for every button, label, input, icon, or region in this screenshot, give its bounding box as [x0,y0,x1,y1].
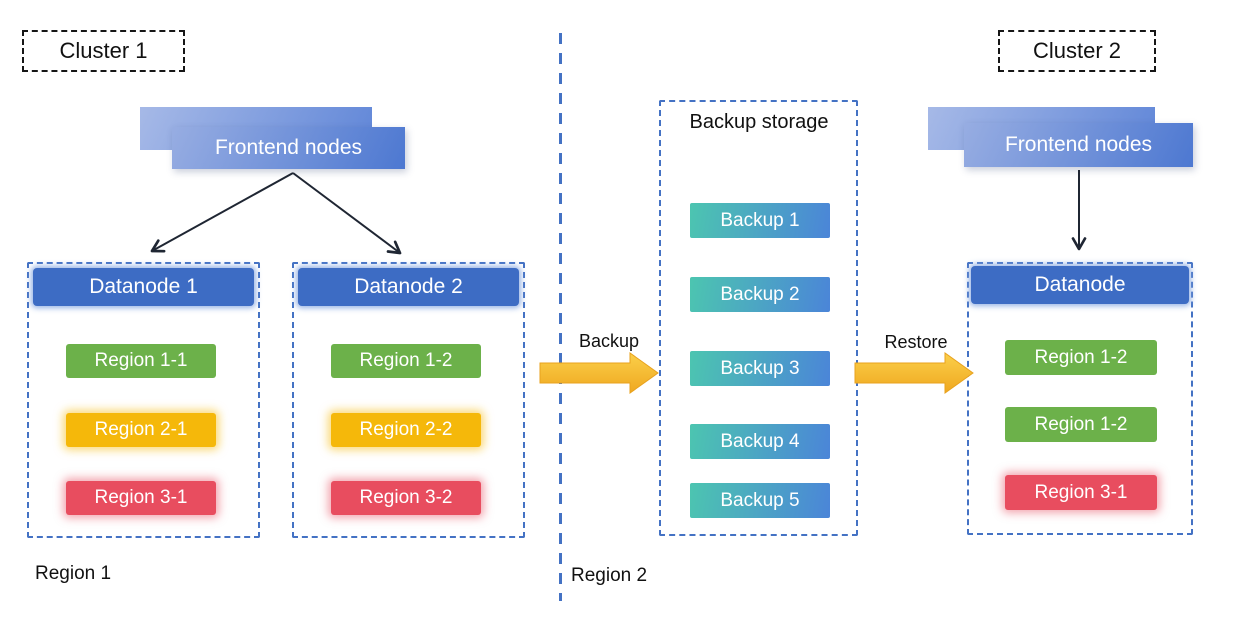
region2-zone-label: Region 2 [571,565,648,586]
backup-item: Backup 5 [690,483,830,518]
region1-zone-label: Region 1 [35,563,112,584]
cluster2-datanode-header: Datanode [971,266,1189,304]
datanode1-container-box [27,262,260,538]
restore-flow-arrow [854,352,974,394]
region-box: Region 1-1 [66,344,216,378]
frontend-to-datanode1-arrow [150,172,294,253]
region-box: Region 3-1 [66,481,216,515]
backup-item: Backup 1 [690,203,830,238]
backup-item: Backup 2 [690,277,830,312]
backup-storage-title: Backup storage [689,111,829,133]
datanode2-container-box [292,262,525,538]
backup-item: Backup 3 [690,351,830,386]
cluster1-label-box: Cluster 1 [22,30,185,72]
cluster1-frontend-nodes-box: Frontend nodes [172,127,405,169]
backup-flow-label: Backup [578,331,640,351]
region-box: Region 3-1 [1005,475,1157,510]
backup-flow-arrow [539,352,659,394]
region-box: Region 1-2 [1005,340,1157,375]
cluster2-datanode-container-box [967,262,1193,535]
backup-item: Backup 4 [690,424,830,459]
datanode1-header: Datanode 1 [33,268,254,306]
region-box: Region 3-2 [331,481,481,515]
cluster2-label-box: Cluster 2 [998,30,1156,72]
region-box: Region 2-1 [66,413,216,447]
frontend-to-datanode2-arrow [292,172,402,255]
region-box: Region 1-2 [331,344,481,378]
backup-storage-container-box [659,100,858,536]
region-box: Region 2-2 [331,413,481,447]
datanode2-header: Datanode 2 [298,268,519,306]
region-box: Region 1-2 [1005,407,1157,442]
cluster2-frontend-nodes-box: Frontend nodes [964,123,1193,167]
restore-flow-label: Restore [884,332,948,352]
